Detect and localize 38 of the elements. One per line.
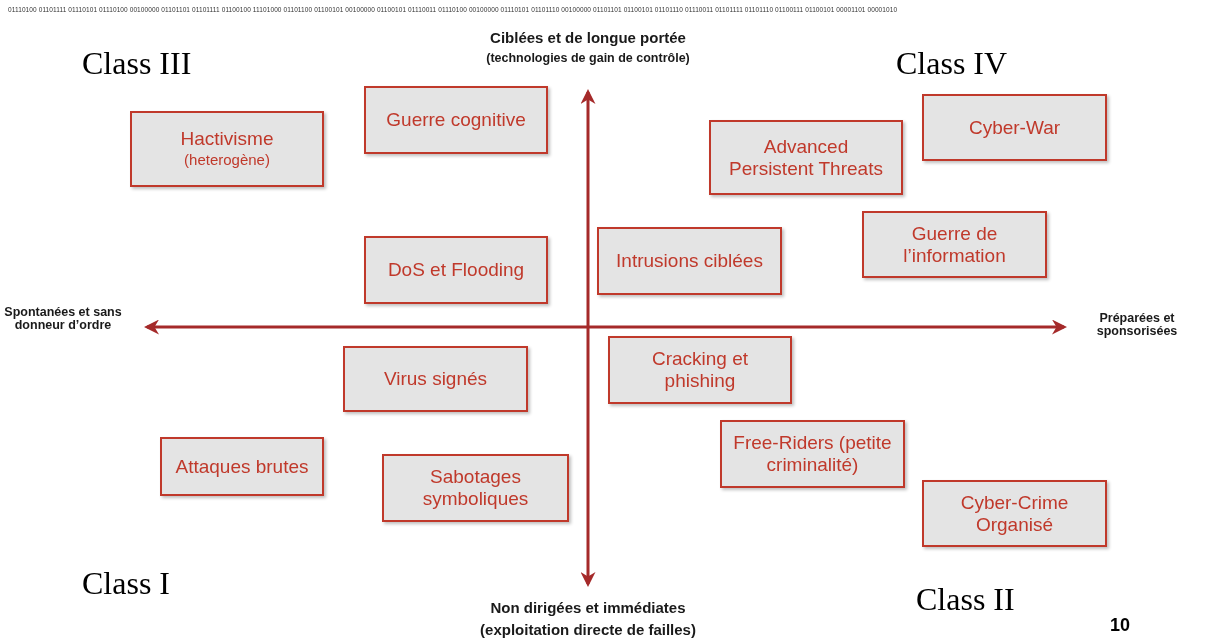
category-box xyxy=(922,94,1107,161)
category-box xyxy=(130,111,324,187)
axis-label: Préparées et sponsorisées xyxy=(1096,311,1178,338)
axis-label: (technologies de gain de contrôle) xyxy=(486,51,690,65)
class-label: Class II xyxy=(916,581,1015,617)
category-box xyxy=(364,86,548,154)
category-name: Sabotages symboliques xyxy=(421,466,530,510)
category-name: Hactivisme xyxy=(180,128,274,150)
category-name: Guerre cognitive xyxy=(386,109,526,131)
category-name: Intrusions ciblées xyxy=(616,250,763,272)
class-label: Class III xyxy=(82,45,192,81)
axis-label: (exploitation directe de failles) xyxy=(480,621,696,638)
category-box xyxy=(160,437,324,496)
category-box xyxy=(709,120,903,195)
category-name: Guerre de l’information xyxy=(902,222,1007,267)
axis-label: Spontanées et sans donneur d’ordre xyxy=(4,305,122,332)
category-box xyxy=(597,227,782,295)
category-name: DoS et Flooding xyxy=(387,259,525,281)
category-note: (heterogène) xyxy=(184,150,270,170)
category-name: Cyber-War xyxy=(968,116,1061,139)
page-number: 10 xyxy=(1110,615,1131,635)
category-box xyxy=(608,336,792,404)
category-name: Advanced Persistent Threats xyxy=(728,135,884,180)
category-name: Virus signés xyxy=(383,368,488,390)
category-box xyxy=(720,420,905,488)
category-name: Cracking et phishing xyxy=(650,348,750,392)
category-box xyxy=(343,346,528,412)
axis-label: Non dirigées et immédiates xyxy=(490,599,686,616)
category-box xyxy=(364,236,548,304)
category-box xyxy=(922,480,1107,547)
category-box xyxy=(382,454,569,522)
category-name: Cyber-Crime Organisé xyxy=(959,491,1070,536)
category-name: Attaques brutes xyxy=(175,455,309,478)
category-box xyxy=(862,211,1047,278)
axis-label: Ciblées et de longue portée xyxy=(490,29,686,46)
category-name: Free-Riders (petite criminalité) xyxy=(732,432,893,476)
class-label: Class I xyxy=(82,565,170,601)
class-label: Class IV xyxy=(896,45,1008,81)
